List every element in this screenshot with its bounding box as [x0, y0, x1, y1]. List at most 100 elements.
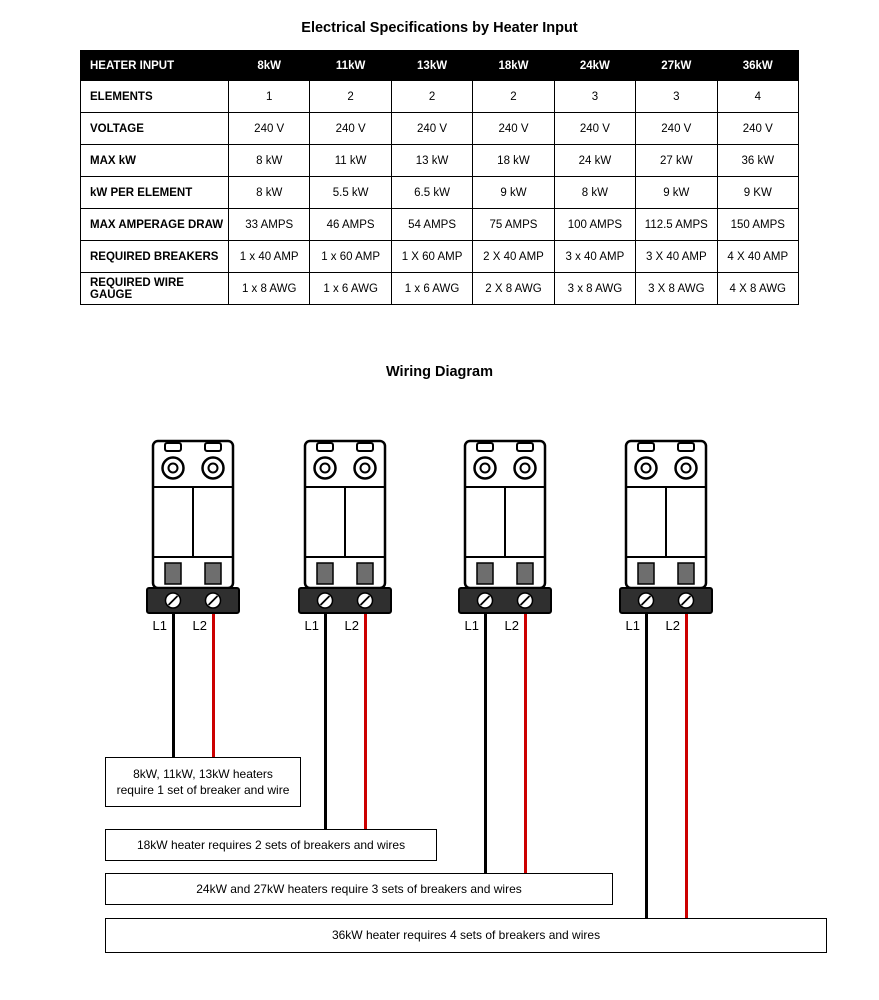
breaker-top-clip: [164, 442, 182, 452]
header-cell: 8kW: [227, 50, 311, 81]
header-cell: 18kW: [472, 50, 555, 81]
lug-bar: [298, 587, 392, 614]
row-label: REQUIRED BREAKERS: [80, 240, 229, 273]
header-cell: 24kW: [553, 50, 637, 81]
spec-cell: 4 X 40 AMP: [716, 240, 800, 273]
breaker-icon: [458, 439, 552, 614]
breaker-2pole: [618, 438, 714, 616]
breaker-top-clip: [204, 442, 222, 452]
spec-cell: 3: [553, 80, 637, 113]
terminal-screw-icon: [513, 456, 537, 480]
spec-cell: 240 V: [390, 112, 474, 145]
callout-box: 8kW, 11kW, 13kW heaters require 1 set of…: [105, 757, 301, 807]
spec-cell: 4 X 8 AWG: [716, 272, 800, 305]
spec-cell: 3 X 8 AWG: [635, 272, 718, 305]
spec-cell: 1 x 40 AMP: [227, 240, 311, 273]
spec-cell: 240 V: [472, 112, 555, 145]
spec-cell: 54 AMPS: [390, 208, 474, 241]
spec-cell: 18 kW: [472, 144, 555, 177]
l1-wire: [644, 610, 648, 918]
lug-bar: [458, 587, 552, 614]
l1-label: L1: [464, 618, 479, 633]
spec-cell: 24 kW: [553, 144, 637, 177]
spec-cell: 75 AMPS: [472, 208, 555, 241]
l2-wire: [363, 610, 367, 829]
breaker-icon: [298, 439, 392, 614]
spec-cell: 9 KW: [716, 176, 800, 209]
row-label: kW PER ELEMENT: [80, 176, 229, 209]
breaker-top-clip: [316, 442, 334, 452]
spec-cell: 6.5 kW: [390, 176, 474, 209]
spec-cell: 112.5 AMPS: [635, 208, 718, 241]
l2-wire: [684, 610, 688, 918]
breaker-toggle: [476, 562, 494, 585]
spec-cell: 3 x 40 AMP: [553, 240, 637, 273]
spec-cell: 8 kW: [227, 144, 311, 177]
l2-wire: [523, 610, 527, 873]
header-cell-heater-input: HEATER INPUT: [80, 50, 229, 81]
spec-cell: 1 X 60 AMP: [390, 240, 474, 273]
callout-box: 18kW heater requires 2 sets of breakers …: [105, 829, 437, 861]
row-label: MAX AMPERAGE DRAW: [80, 208, 229, 241]
header-cell: 27kW: [635, 50, 718, 81]
l2-label: L2: [504, 618, 519, 633]
callout-text: 18kW heater requires 2 sets of breakers …: [136, 837, 406, 852]
l1-label: L1: [625, 618, 640, 633]
spec-cell: 1 x 8 AWG: [227, 272, 311, 305]
breaker-icon: [146, 439, 240, 614]
spec-cell: 13 kW: [390, 144, 474, 177]
spec-cell: 8 kW: [227, 176, 311, 209]
spec-cell: 8 kW: [553, 176, 637, 209]
terminal-screw-icon: [161, 456, 185, 480]
breaker-toggle: [204, 562, 222, 585]
breaker-toggle: [516, 562, 534, 585]
spec-cell: 27 kW: [635, 144, 718, 177]
spec-cell: 1 x 6 AWG: [390, 272, 474, 305]
spec-cell: 240 V: [716, 112, 800, 145]
breaker-2pole: [457, 438, 553, 616]
breaker-top-clip: [476, 442, 494, 452]
spec-cell: 36 kW: [716, 144, 800, 177]
l1-wire: [323, 610, 327, 829]
breaker-top-clip: [677, 442, 695, 452]
row-label: REQUIRED WIRE GAUGE: [80, 272, 229, 305]
callout-box: 24kW and 27kW heaters require 3 sets of …: [105, 873, 613, 905]
spec-table-title: Electrical Specifications by Heater Inpu…: [301, 20, 578, 36]
l2-label: L2: [665, 618, 680, 633]
spec-cell: 150 AMPS: [716, 208, 800, 241]
l2-wire: [211, 610, 215, 757]
terminal-screw-icon: [353, 456, 377, 480]
spec-cell: 46 AMPS: [309, 208, 392, 241]
spec-cell: 2: [309, 80, 392, 113]
breaker-icon: [619, 439, 713, 614]
l1-label: L1: [152, 618, 167, 633]
spec-cell: 3 X 40 AMP: [635, 240, 718, 273]
spec-cell: 240 V: [635, 112, 718, 145]
breaker-toggle: [164, 562, 182, 585]
spec-cell: 11 kW: [309, 144, 392, 177]
breaker-top-clip: [356, 442, 374, 452]
spec-cell: 3 x 8 AWG: [553, 272, 637, 305]
breaker-2pole: [145, 438, 241, 616]
callout-text: 8kW, 11kW, 13kW heaters require 1 set of…: [116, 766, 290, 797]
terminal-screw-icon: [201, 456, 225, 480]
header-cell: 36kW: [716, 50, 800, 81]
spec-cell: 1 x 6 AWG: [309, 272, 392, 305]
spec-cell: 4: [716, 80, 800, 113]
breaker-toggle: [637, 562, 655, 585]
row-label: MAX kW: [80, 144, 229, 177]
l2-label: L2: [192, 618, 207, 633]
l1-wire: [483, 610, 487, 873]
callout-box: 36kW heater requires 4 sets of breakers …: [105, 918, 827, 953]
lug-bar: [146, 587, 240, 614]
